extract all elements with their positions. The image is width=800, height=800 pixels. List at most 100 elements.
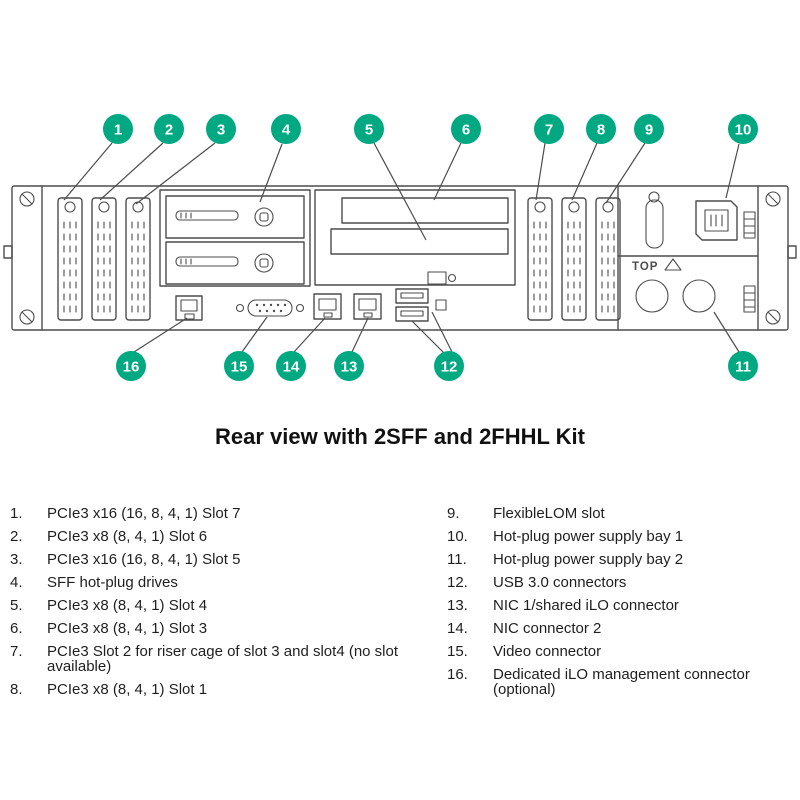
legend-item-text: SFF hot-plug drives [47,574,178,591]
rear-connectors [175,288,447,322]
legend-item-text: PCIe3 Slot 2 for riser cage of slot 3 an… [47,643,399,675]
callout-7: 7 [534,114,564,144]
callout-4: 4 [271,114,301,144]
power-supply-bay-2: TOP [632,258,756,313]
svg-text:1: 1 [114,121,122,138]
legend-item-15: 15. Video connector [447,644,794,659]
svg-text:7: 7 [545,121,553,138]
callout-12: 12 [434,351,464,381]
svg-text:3: 3 [217,121,225,138]
legend-item-1: 1. PCIe3 x16 (16, 8, 4, 1) Slot 7 [10,506,447,521]
legend-item-text: PCIe3 x8 (8, 4, 1) Slot 3 [47,620,208,637]
pcie-slot-covers-left [57,197,151,321]
legend-item-number: 1. [10,505,23,522]
legend-item-6: 6. PCIe3 x8 (8, 4, 1) Slot 3 [10,621,447,636]
callout-3: 3 [206,114,236,144]
legend-item-text: PCIe3 x8 (8, 4, 1) Slot 1 [47,681,208,698]
fhhl-riser-slots [314,189,516,286]
nic-connector-2-port [313,293,342,320]
legend-item-number: 16. [447,666,468,683]
callout-2: 2 [154,114,184,144]
legend-item-text: PCIe3 x16 (16, 8, 4, 1) Slot 7 [47,505,241,522]
legend-item-text: Video connector [493,643,602,660]
psu-top-label: TOP [632,261,658,273]
callout-16: 16 [116,351,146,381]
svg-text:8: 8 [597,121,605,138]
callout-8: 8 [586,114,616,144]
callout-5: 5 [354,114,384,144]
nic-1-shared-ilo-port [353,293,382,320]
legend-item-2: 2. PCIe3 x8 (8, 4, 1) Slot 6 [10,529,447,544]
legend-item-11: 11. Hot-plug power supply bay 2 [447,552,794,567]
legend-item-5: 5. PCIe3 x8 (8, 4, 1) Slot 4 [10,598,447,613]
legend-item-text: Hot-plug power supply bay 2 [493,551,684,568]
power-supply-bay-1 [617,185,759,331]
callout-11: 11 [728,351,758,381]
legend-item-8: 8. PCIe3 x8 (8, 4, 1) Slot 1 [10,682,447,697]
video-connector [235,299,305,317]
callout-6: 6 [451,114,481,144]
legend-item-number: 3. [10,551,23,568]
svg-text:16: 16 [123,358,140,375]
legend-item-text: NIC 1/shared iLO connector [493,597,679,614]
legend-item-number: 9. [447,505,460,522]
legend-item-number: 2. [10,528,23,545]
legend-column-right: 9. FlexibleLOM slot 10. Hot-plug power sup… [447,506,794,697]
legend-item-number: 12. [447,574,468,591]
ilo-management-port [175,295,203,321]
callout-13: 13 [334,351,364,381]
legend-item-text: PCIe3 x16 (16, 8, 4, 1) Slot 5 [47,551,241,568]
svg-text:2: 2 [165,121,173,138]
sff-drive-cage [159,189,311,287]
legend-item-text: Hot-plug power supply bay 1 [493,528,684,545]
legend-column-left: 1. PCIe3 x16 (16, 8, 4, 1) Slot 7 2. PCIe3… [10,506,447,697]
legend-item-text: PCIe3 x8 (8, 4, 1) Slot 6 [47,528,208,545]
legend-item-13: 13. NIC 1/shared iLO connector [447,598,794,613]
legend-item-number: 4. [10,574,23,591]
legend-item-number: 14. [447,620,468,637]
legend-item-number: 6. [10,620,23,637]
legend-item-number: 15. [447,643,468,660]
legend-item-number: 7. [10,643,23,660]
legend-item-text: NIC connector 2 [493,620,602,637]
legend-item-14: 14. NIC connector 2 [447,621,794,636]
chassis-screws [19,191,781,325]
svg-text:5: 5 [365,121,373,138]
callout-10: 10 [728,114,758,144]
legend-item-text: FlexibleLOM slot [493,505,605,522]
callout-9: 9 [634,114,664,144]
legend-item-3: 3. PCIe3 x16 (16, 8, 4, 1) Slot 5 [10,552,447,567]
svg-text:9: 9 [645,121,653,138]
rear-view-diagram: TOP [0,0,800,398]
legend-item-number: 11. [447,551,467,568]
legend-item-10: 10. Hot-plug power supply bay 1 [447,529,794,544]
legend: 1. PCIe3 x16 (16, 8, 4, 1) Slot 7 2. PCIe3… [0,506,800,697]
svg-text:14: 14 [283,358,300,375]
legend-item-number: 10. [447,528,468,545]
svg-text:13: 13 [341,358,358,375]
pcie-slot-covers-right [527,197,621,321]
legend-item-text: Dedicated iLO management connector (opti… [493,666,750,698]
diagram-title: Rear view with 2SFF and 2FHHL Kit [215,424,585,449]
usb3-ports [395,288,447,322]
callout-14: 14 [276,351,306,381]
legend-item-7: 7. PCIe3 Slot 2 for riser cage of slot 3 … [10,644,447,674]
svg-text:11: 11 [735,358,751,375]
legend-item-4: 4. SFF hot-plug drives [10,575,447,590]
legend-item-number: 5. [10,597,23,614]
legend-item-number: 13. [447,597,468,614]
svg-text:15: 15 [231,358,248,375]
svg-text:4: 4 [282,121,291,138]
svg-text:10: 10 [735,121,752,138]
legend-item-12: 12. USB 3.0 connectors [447,575,794,590]
legend-item-text: USB 3.0 connectors [493,574,627,591]
legend-item-text: PCIe3 x8 (8, 4, 1) Slot 4 [47,597,208,614]
legend-item-number: 8. [10,681,23,698]
callout-leader-lines [63,142,740,354]
legend-item-16: 16. Dedicated iLO management connector (o… [447,667,794,697]
legend-item-9: 9. FlexibleLOM slot [447,506,794,521]
callout-1: 1 [103,114,133,144]
svg-text:6: 6 [462,121,470,138]
callout-15: 15 [224,351,254,381]
server-chassis [3,185,797,331]
